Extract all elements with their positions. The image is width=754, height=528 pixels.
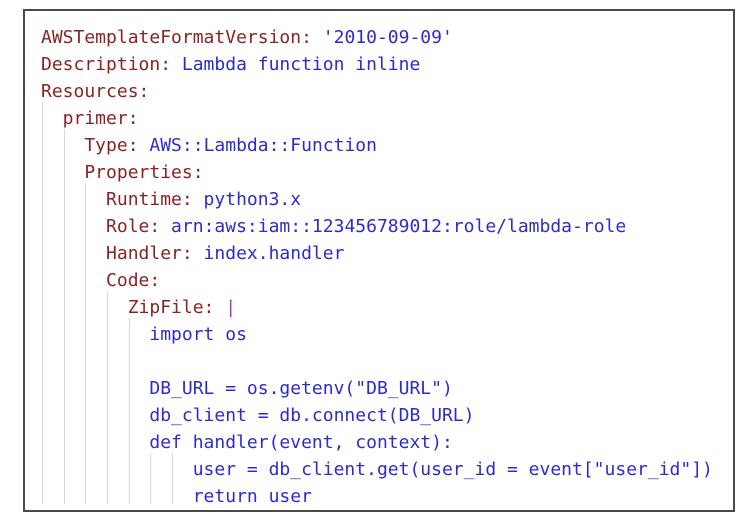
code-line — [41, 348, 725, 375]
code-token-val: python3.x — [192, 189, 302, 210]
code-token-key: Properties: — [41, 162, 204, 183]
code-line: AWSTemplateFormatVersion: '2010-09-09' — [41, 24, 725, 51]
code-token-key: Type: — [41, 135, 139, 156]
code-token-pipe: | — [225, 297, 237, 318]
code-line: Role: arn:aws:iam::123456789012:role/lam… — [41, 213, 725, 240]
code-line: Properties: — [41, 159, 725, 186]
code-token-val: Lambda function inline — [171, 54, 421, 75]
code-token-key: Description: — [41, 54, 172, 75]
code-token-val: DB_URL = os.getenv("DB_URL") — [41, 378, 453, 399]
code-token-key: Handler: — [41, 243, 193, 264]
code-token-val: import os — [41, 324, 247, 345]
yaml-code-block: AWSTemplateFormatVersion: '2010-09-09'De… — [25, 11, 733, 510]
code-line: Type: AWS::Lambda::Function — [41, 132, 725, 159]
code-token-key: AWSTemplateFormatVersion: — [41, 27, 312, 48]
code-token-key: Runtime: — [41, 189, 193, 210]
code-token-key: primer: — [41, 108, 139, 129]
indent-guide — [128, 318, 130, 504]
code-line: ZipFile: | — [41, 294, 725, 321]
code-token-val: index.handler — [192, 243, 345, 264]
code-line: return user — [41, 483, 725, 510]
code-line: Description: Lambda function inline — [41, 51, 725, 78]
code-line: db_client = db.connect(DB_URL) — [41, 402, 725, 429]
code-line: Code: — [41, 267, 725, 294]
indent-guide — [150, 453, 152, 504]
code-line: user = db_client.get(user_id = event["us… — [41, 456, 725, 483]
indent-guide — [172, 453, 174, 504]
code-token-val: def handler(event, context): — [41, 432, 453, 453]
code-token-val — [214, 297, 225, 318]
code-token-key: Role: — [41, 216, 161, 237]
code-token-key: Resources: — [41, 81, 150, 102]
code-token-val: return user — [41, 486, 312, 507]
code-panel: AWSTemplateFormatVersion: '2010-09-09'De… — [23, 9, 735, 512]
code-token-key: ZipFile: — [41, 297, 215, 318]
indent-guide — [85, 183, 87, 504]
code-token-val: '2010-09-09' — [311, 27, 453, 48]
code-token-val: user = db_client.get(user_id = event["us… — [41, 459, 713, 480]
code-line: primer: — [41, 105, 725, 132]
code-token-val: AWS::Lambda::Function — [138, 135, 377, 156]
code-line: Handler: index.handler — [41, 240, 725, 267]
code-line: Resources: — [41, 78, 725, 105]
indent-guide — [63, 129, 65, 504]
code-token-val: db_client = db.connect(DB_URL) — [41, 405, 475, 426]
code-line: def handler(event, context): — [41, 429, 725, 456]
code-token-val: arn:aws:iam::123456789012:role/lambda-ro… — [160, 216, 627, 237]
code-line: DB_URL = os.getenv("DB_URL") — [41, 375, 725, 402]
code-line: Runtime: python3.x — [41, 186, 725, 213]
indent-guide — [107, 291, 109, 504]
indent-guide — [42, 102, 43, 504]
code-line: import os — [41, 321, 725, 348]
code-token-key: Code: — [41, 270, 161, 291]
